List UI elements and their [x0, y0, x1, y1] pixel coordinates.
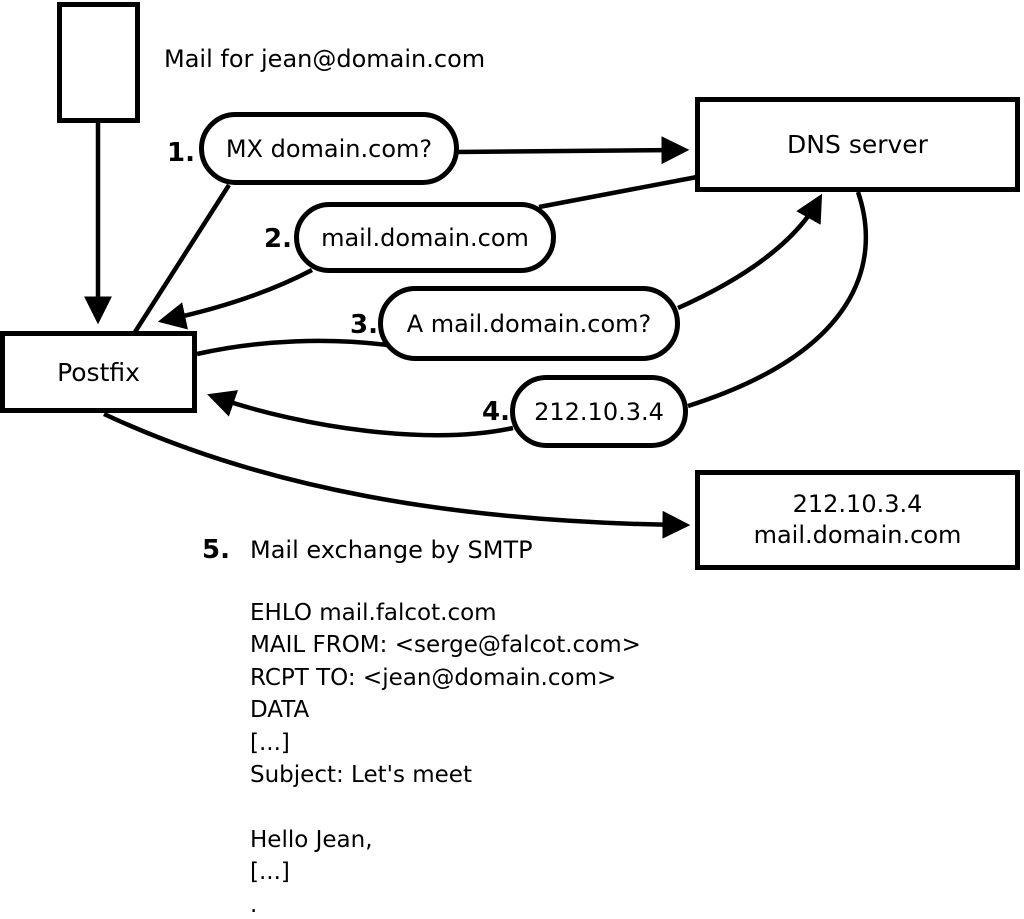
- step-5-number: 5.: [202, 535, 230, 565]
- smtp-line: [250, 791, 641, 823]
- mail-note: Mail for jean@domain.com: [164, 45, 486, 73]
- envelope-node: [57, 2, 140, 123]
- pill-a-query: A mail.domain.com?: [378, 286, 680, 361]
- step-1-number: 1.: [167, 138, 195, 168]
- smtp-line: DATA: [250, 697, 310, 724]
- mail-server-hostname: mail.domain.com: [753, 521, 962, 549]
- smtp-line: RCPT TO: <jean@domain.com>: [250, 664, 617, 691]
- smtp-line: [...]: [250, 729, 290, 756]
- smtp-line: Hello Jean,: [250, 826, 373, 853]
- step-4-number: 4.: [482, 397, 510, 427]
- smtp-line: [...]: [250, 859, 290, 886]
- postfix-label: Postfix: [57, 357, 140, 387]
- mail-server-ip: 212.10.3.4: [792, 490, 923, 518]
- arrow-a-query-to-dns: [677, 193, 823, 311]
- line-postfix-to-mx-query: [133, 183, 231, 334]
- line-postfix-to-a-query: [196, 338, 396, 357]
- arrow-a-answer-to-postfix: [207, 390, 514, 438]
- dns-server-label: DNS server: [787, 130, 928, 159]
- arrow-mx-answer-to-postfix: [157, 268, 314, 330]
- step-3-number: 3.: [350, 310, 378, 340]
- step-5-label: Mail exchange by SMTP: [250, 536, 533, 564]
- postfix-node: Postfix: [0, 331, 197, 413]
- step-2-number: 2.: [264, 224, 292, 254]
- smtp-line: MAIL FROM: <serge@falcot.com>: [250, 632, 641, 659]
- smtp-line: Subject: Let's meet: [250, 762, 472, 789]
- smtp-session-block: EHLO mail.falcot.com MAIL FROM: <serge@f…: [250, 597, 641, 919]
- pill-mx-query: MX domain.com?: [199, 112, 459, 185]
- dns-server-node: DNS server: [695, 97, 1020, 192]
- line-dns-to-mx-answer: [538, 174, 698, 210]
- pill-a-answer: 212.10.3.4: [510, 375, 688, 448]
- arrow-mx-query-to-dns: [455, 136, 690, 165]
- line-dns-to-a-answer: [687, 191, 869, 409]
- smtp-line: .: [250, 891, 258, 918]
- pill-mx-answer: mail.domain.com: [294, 202, 556, 273]
- arrow-postfix-to-mailserver-smtp: [103, 411, 691, 539]
- mail-server-node: 212.10.3.4 mail.domain.com: [695, 470, 1020, 570]
- smtp-line: EHLO mail.falcot.com: [250, 600, 497, 626]
